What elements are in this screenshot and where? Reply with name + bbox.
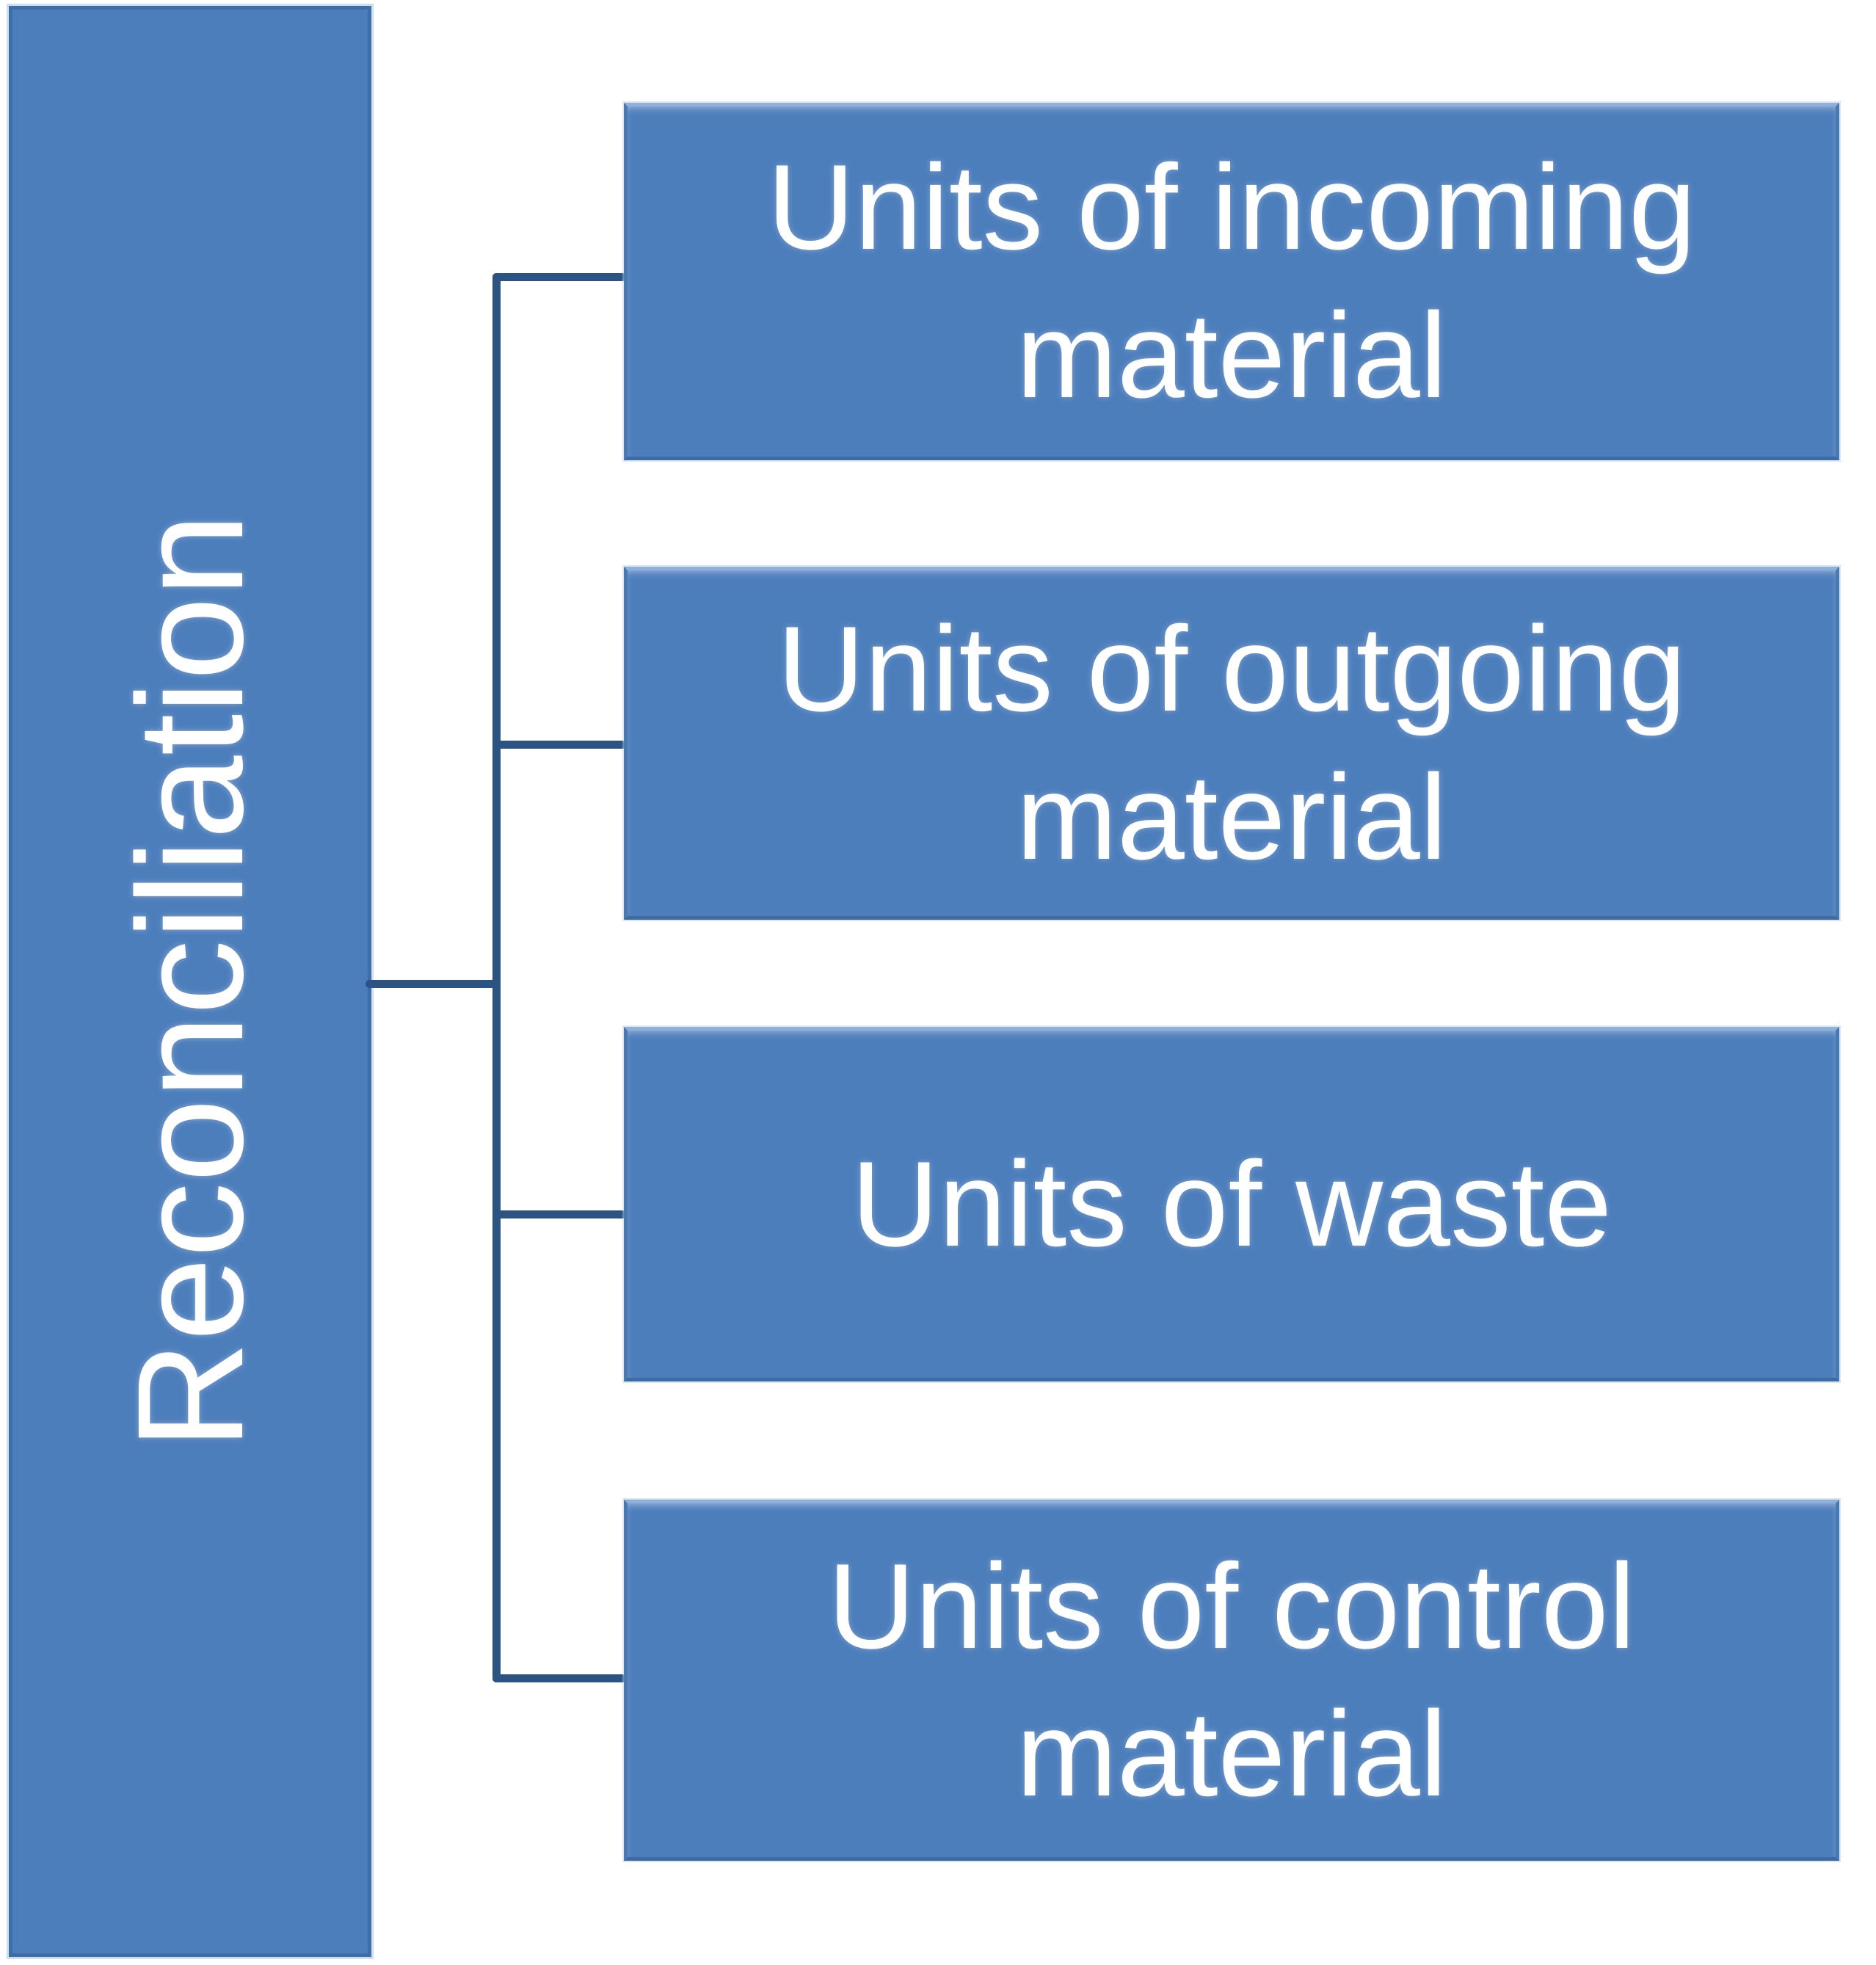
node-label: Units of outgoing material: [777, 601, 1687, 885]
connector-branch-1: [492, 273, 626, 281]
connector-branch-3: [492, 1210, 626, 1218]
node-label: Units of incoming material: [767, 139, 1696, 423]
root-node-reconciliation: Reconciliation: [9, 6, 371, 1957]
connector-trunk: [492, 273, 501, 1682]
root-node-label: Reconciliation: [106, 512, 275, 1450]
node-label: Units of waste: [851, 1136, 1613, 1271]
node-units-of-incoming-material: Units of incoming material: [624, 103, 1839, 460]
connector-branch-2: [492, 741, 626, 749]
node-label: Units of control material: [827, 1538, 1636, 1821]
node-units-of-outgoing-material: Units of outgoing material: [624, 567, 1839, 920]
connector-root-stub: [366, 980, 498, 988]
node-units-of-waste: Units of waste: [624, 1027, 1839, 1381]
connector-branch-4: [492, 1674, 626, 1682]
node-units-of-control-material: Units of control material: [624, 1500, 1839, 1861]
